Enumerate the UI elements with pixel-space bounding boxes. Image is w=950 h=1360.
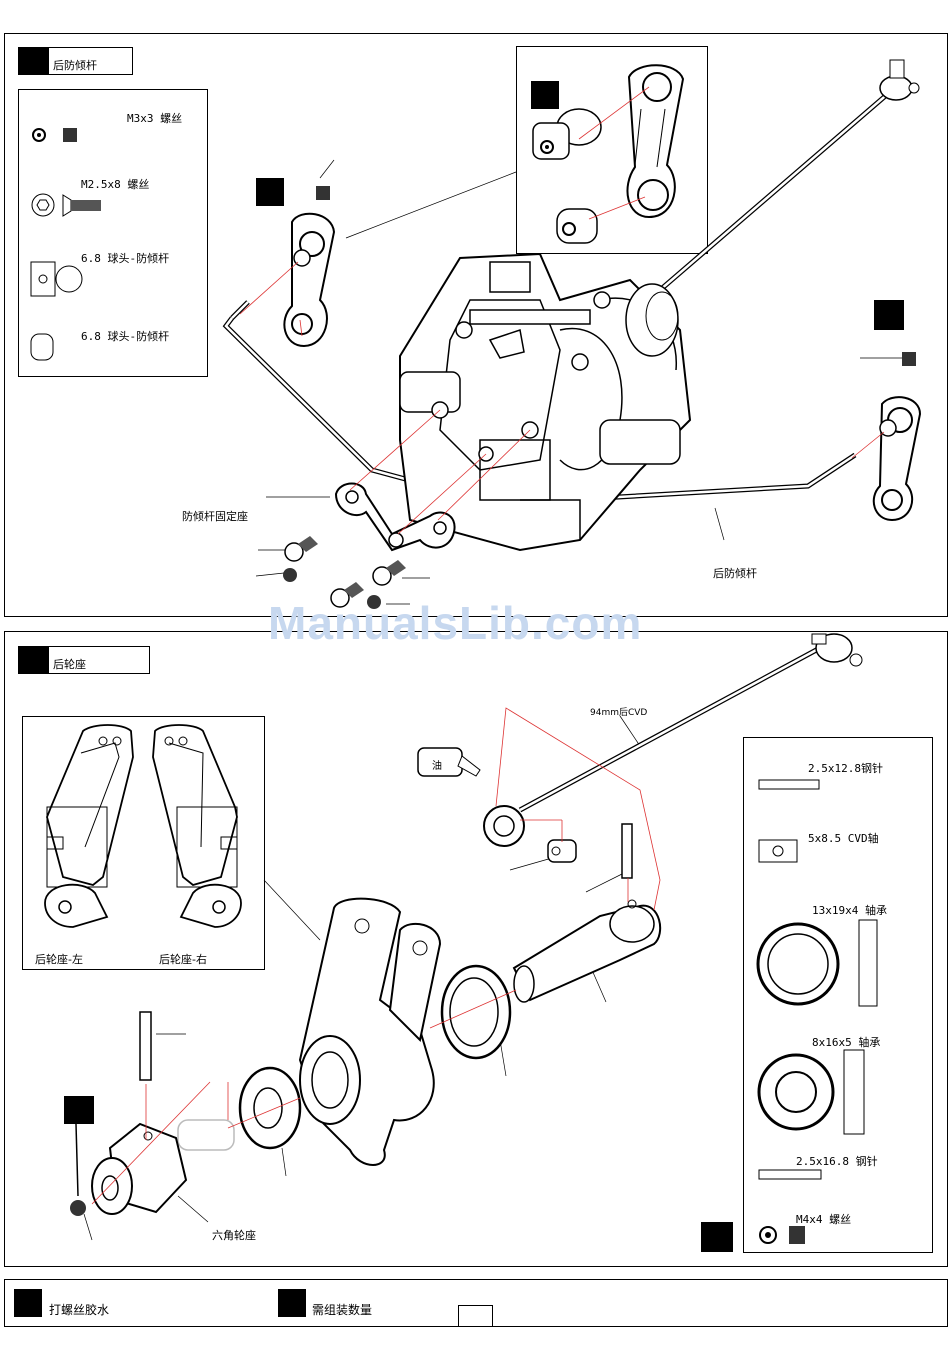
threadlock-icon: [14, 1289, 42, 1317]
threadlock-icon: [64, 1096, 94, 1124]
hex-hub-callout: 六角轮座: [212, 1227, 256, 1243]
oil-label: 油: [432, 757, 442, 772]
legend-tab: [458, 1305, 493, 1326]
cvd-callout: 94mm后CVD: [590, 705, 647, 718]
quantity-icon: [701, 1222, 733, 1252]
legend-quantity: 需组装数量: [312, 1301, 372, 1318]
legend-threadlock: 打螺丝胶水: [49, 1301, 109, 1318]
quantity-icon: [278, 1289, 306, 1317]
watermark: ManualsLib.com: [268, 596, 642, 650]
